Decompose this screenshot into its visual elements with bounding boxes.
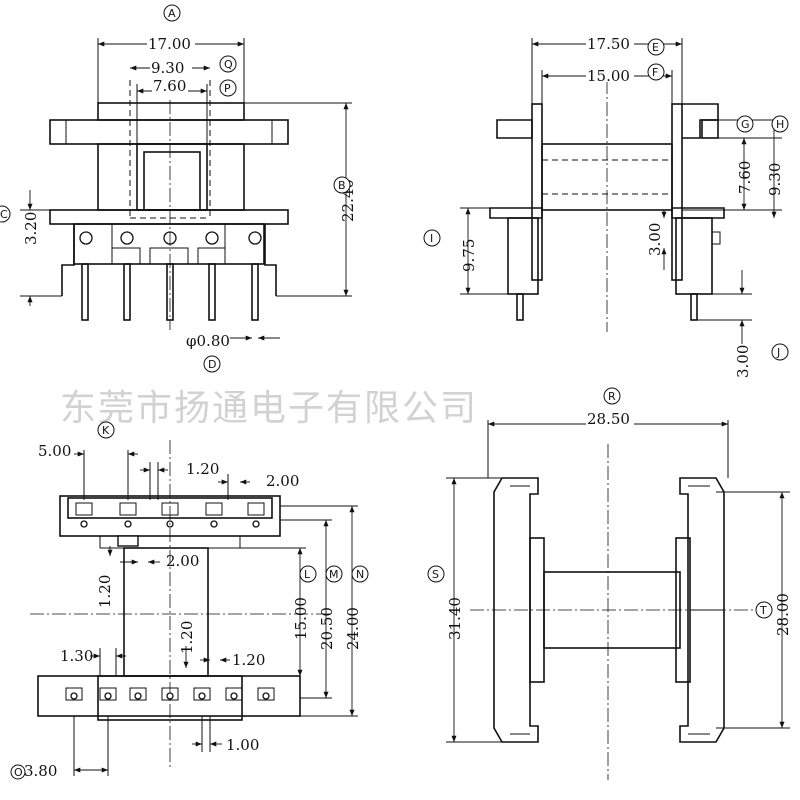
callout-i: I: [430, 232, 433, 245]
dim-24-00: 24.00: [344, 607, 362, 650]
callout-j: J: [776, 346, 780, 359]
dim-17-50: 17.50: [587, 35, 630, 53]
dim-1-20-left: 1.20: [96, 575, 114, 608]
callout-e: E: [652, 41, 659, 54]
bottom-view: 5.00 1.20 2.00 2.00 1.20 15.00 20.50 24.…: [10, 421, 369, 780]
callout-g: G: [741, 118, 750, 131]
callout-k: K: [102, 424, 110, 437]
top-view: 28.50 31.40 28.00 R S T: [427, 387, 792, 780]
callout-s: S: [432, 568, 439, 581]
dim-1-00: 1.00: [226, 736, 259, 754]
dim-pin-diameter: φ0.80: [186, 332, 230, 350]
dim-1-20-top: 1.20: [186, 460, 219, 478]
callout-h: H: [776, 118, 784, 131]
dim-28-00: 28.00: [774, 593, 792, 636]
dim-17-00: 17.00: [148, 35, 191, 53]
front-view: 17.00 9.30 7.60 22.40 3.20 φ0.80 A Q P B…: [0, 4, 357, 373]
dim-side-7-60: 7.60: [736, 161, 754, 194]
dim-2-00-inner: 2.00: [166, 552, 199, 570]
callout-o: O: [14, 766, 23, 779]
dim-28-50: 28.50: [587, 410, 630, 428]
dim-2-00-edge: 2.00: [266, 472, 299, 490]
dim-3-80: 3.80: [24, 762, 57, 780]
callout-f: F: [652, 66, 658, 79]
callout-t: T: [759, 604, 767, 617]
callout-c: C: [0, 208, 8, 221]
dim-9-30: 9.30: [151, 59, 184, 77]
dim-7-60: 7.60: [153, 77, 186, 95]
dim-3-00-step: 3.00: [646, 223, 664, 256]
watermark: 东莞市扬通电子有限公司: [60, 388, 478, 429]
callout-a: A: [168, 7, 176, 20]
dim-5-00: 5.00: [38, 442, 71, 460]
dim-20-50: 20.50: [318, 607, 336, 650]
dim-1-20-right: 1.20: [232, 651, 265, 669]
callout-d: D: [208, 358, 216, 371]
callout-b: B: [338, 179, 346, 192]
dim-1-20-mid: 1.20: [178, 621, 196, 654]
callout-l: L: [304, 568, 311, 581]
dim-9-75: 9.75: [460, 239, 478, 272]
callout-p: P: [224, 82, 231, 95]
dim-31-40: 31.40: [446, 597, 464, 640]
dim-1-30: 1.30: [60, 647, 93, 665]
dim-3-00-pin: 3.00: [734, 345, 752, 378]
dim-side-9-30: 9.30: [766, 163, 784, 196]
side-view: 17.50 15.00 7.60 9.30 9.75 3.00 3.00 E F…: [423, 35, 789, 378]
callout-m: M: [329, 568, 339, 581]
dim-15-00-bottom: 15.00: [292, 597, 310, 640]
dim-15-00: 15.00: [587, 67, 630, 85]
callout-q: Q: [224, 58, 233, 71]
dim-3-20: 3.20: [22, 212, 40, 245]
callout-n: N: [356, 568, 364, 581]
callout-r: R: [608, 390, 616, 403]
